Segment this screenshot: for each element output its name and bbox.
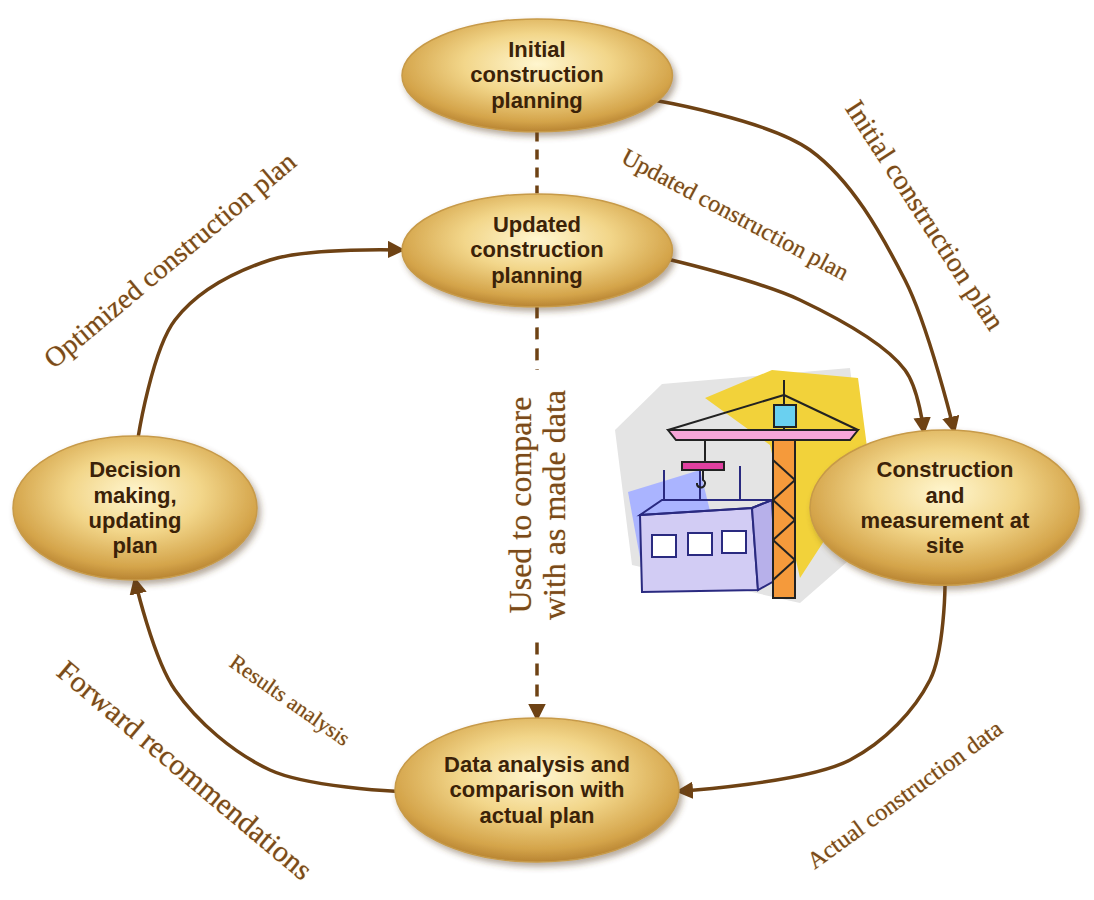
building: [640, 466, 776, 592]
ellipse-shape: [395, 718, 679, 862]
connector-label: Results analysis: [226, 650, 355, 750]
connector-label: Actual construction data: [803, 716, 1008, 874]
process-ellipse: Updated construction planning: [399, 191, 675, 310]
flow-arrow: [679, 586, 945, 792]
ellipse-shape: [402, 194, 672, 307]
connector-label: Used to compare with as made data: [502, 370, 573, 640]
ellipse-shape: [13, 436, 257, 580]
flow-arrow: [138, 250, 401, 436]
process-ellipse: Data analysis and comparison with actual…: [392, 715, 682, 865]
node-label: Updated construction planning: [452, 212, 622, 288]
connector-label: Initial construction plan: [840, 95, 1010, 335]
node-label: Construction and measurement at site: [855, 457, 1035, 558]
connector-label: Optimized construction plan: [38, 146, 301, 373]
process-ellipse: Decision making, updating plan: [10, 433, 260, 583]
ellipse-shape: [402, 19, 672, 132]
process-ellipse: Construction and measurement at site: [807, 427, 1082, 588]
process-ellipse: Initial construction planning: [399, 16, 675, 135]
node-label: Data analysis and comparison with actual…: [435, 752, 640, 828]
dashed-link: [535, 131, 539, 193]
ellipse-shape: [810, 430, 1079, 585]
node-label: Initial construction planning: [452, 37, 622, 113]
node-label: Decision making, updating plan: [70, 457, 200, 558]
flow-arrow: [670, 260, 924, 432]
